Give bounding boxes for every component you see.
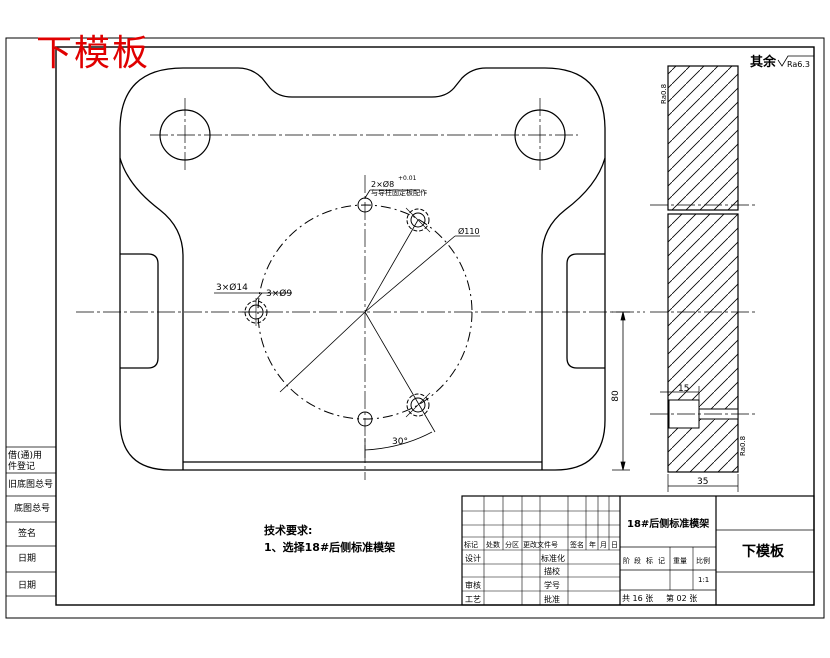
tb-col-header: 更改文件号 (523, 540, 558, 549)
center-lines (76, 98, 645, 480)
tech-req-item: 1、选择18#后侧标准模架 (264, 540, 395, 554)
side-label: 件登记 (8, 460, 35, 472)
inner-border (55, 46, 815, 606)
dim-80-label: 80 (611, 390, 621, 402)
tb-col-header: 签名 (570, 540, 584, 549)
side-label: 签名 (18, 527, 36, 539)
tb-std-label: 描校 (544, 566, 560, 576)
side-label: 底图总号 (14, 502, 50, 514)
dim-slot: 15 (678, 384, 689, 394)
side-label: 借(通)用 (8, 449, 42, 461)
tb-row-label: 设计 (465, 553, 481, 563)
tb-std-label: 批准 (544, 594, 560, 604)
tb-col-header: 年 (589, 540, 596, 549)
red-title: 下模板 (36, 33, 151, 74)
roughness-symbol (777, 55, 814, 67)
title-block (461, 495, 815, 606)
tb-sheet-total: 共 16 张 (622, 594, 653, 603)
dim-hole-14: 3×Ø14 (216, 282, 248, 293)
tb-stage-header: 标 (646, 556, 653, 565)
roughness-left: Ra0.8 (660, 84, 668, 104)
tb-stage-header: 阶 (623, 556, 630, 565)
leader-lines (214, 189, 480, 458)
tb-part-name: 下模板 (742, 543, 785, 560)
dim-angle: 30° (392, 437, 408, 447)
tb-std-label: 学号 (544, 580, 560, 590)
roughness-note: 其余 (750, 54, 777, 70)
tb-row-label: 审核 (465, 580, 481, 590)
note-hole-8-sub: 与导柱固定板配作 (371, 188, 427, 197)
side-label: 日期 (18, 553, 36, 564)
note-hole-8-tol: +0.01 (398, 175, 417, 182)
dim-80 (612, 311, 630, 471)
tb-row-label: 工艺 (465, 595, 481, 604)
tb-col-header: 日 (611, 541, 618, 549)
tb-sheet-no: 第 02 张 (666, 593, 697, 603)
tb-scale: 1:1 (698, 576, 709, 584)
tb-stage-header: 比例 (696, 556, 710, 565)
plate-outline (119, 67, 606, 471)
tb-col-header: 月 (600, 541, 607, 549)
tb-assembly: 18#后侧标准模架 (627, 517, 709, 530)
tb-col-header: 处数 (486, 540, 500, 549)
tb-stage-header: 记 (658, 557, 665, 565)
side-column (6, 446, 56, 597)
roughness-default: Ra6.3 (787, 60, 810, 69)
outer-border (5, 37, 825, 619)
dim-thickness: 35 (697, 477, 708, 487)
side-view (650, 65, 756, 492)
side-label: 日期 (18, 580, 36, 591)
tb-stage-header: 重量 (673, 557, 687, 565)
tb-stage-header: 段 (634, 556, 641, 565)
note-hole-8: 2×Ø8 (371, 179, 394, 189)
tech-req-title: 技术要求: (264, 523, 312, 537)
tb-col-header: 标记 (464, 540, 478, 549)
tb-col-header: 分区 (505, 540, 519, 549)
tb-std-label: 标准化 (541, 553, 565, 563)
roughness-bottom: Ra0.8 (739, 436, 747, 456)
dim-bolt-circle: Ø110 (458, 226, 480, 236)
side-label: 旧底图总号 (8, 478, 53, 490)
dim-hole-9: 3×Ø9 (266, 288, 292, 299)
